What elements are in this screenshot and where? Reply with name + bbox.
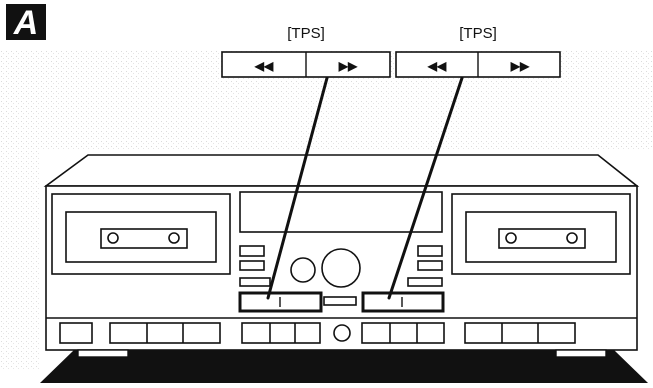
tps-callout-deck-b: [TPS] ◀◀ ▶▶: [395, 25, 561, 78]
stipple-texture-left: [0, 150, 40, 370]
cassette-door-b: [451, 193, 631, 275]
function-keys-a: [241, 322, 321, 344]
panel-letter-badge: A: [6, 4, 46, 42]
tps-callout-deck-a: [TPS] ◀◀ ▶▶: [221, 25, 391, 78]
rewind-icon: ◀◀: [427, 59, 447, 73]
knob-large: [321, 248, 361, 288]
transport-keys-a: [109, 322, 221, 344]
transport-keys-b: [464, 322, 576, 344]
tps-label: [TPS]: [459, 25, 497, 42]
power-button: [59, 322, 93, 344]
fast-forward-icon: ▶▶: [338, 59, 358, 73]
fast-forward-icon: ▶▶: [510, 59, 530, 73]
leader-line-b: [387, 76, 464, 300]
tps-buttons-deck-a: [238, 291, 323, 313]
tps-label: [TPS]: [287, 25, 325, 42]
rewind-icon: ◀◀: [254, 59, 274, 73]
tps-buttons-deck-b: [361, 291, 445, 313]
leader-line-a: [266, 76, 329, 300]
cassette-window-b: [465, 211, 617, 263]
function-keys-b: [361, 322, 445, 344]
panel-letter: A: [13, 4, 39, 42]
deck-base: [40, 349, 648, 383]
deck-top: [43, 154, 640, 187]
phones-jack: [333, 324, 351, 342]
center-display: [239, 191, 443, 233]
tape-reels-a: [100, 228, 188, 249]
cassette-door-a: [51, 193, 231, 275]
tape-reels-b: [498, 228, 586, 249]
knob-small: [290, 257, 316, 283]
leader-lines: [266, 76, 464, 300]
cassette-window-a: [65, 211, 217, 263]
cassette-deck: [43, 154, 640, 351]
